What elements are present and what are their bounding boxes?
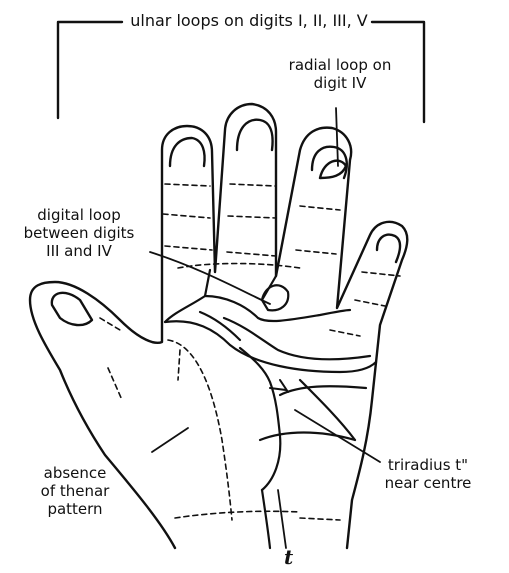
thumb-nail — [52, 293, 92, 325]
digital-loop-line3: III and IV — [4, 242, 154, 260]
radial-loop-line2: digit IV — [270, 74, 410, 92]
thenar-line2: of thenar — [20, 482, 130, 500]
triradius-line1: triradius t" — [366, 456, 490, 474]
triradius-label: triradius t" near centre — [366, 456, 490, 492]
thenar-line1: absence — [20, 464, 130, 482]
middle-nail — [237, 120, 273, 150]
digital-loop-line1: digital loop — [4, 206, 154, 224]
thenar-line3: pattern — [20, 500, 130, 518]
radial-loop-label: radial loop on digit IV — [270, 56, 410, 92]
digital-loop-label: digital loop between digits III and IV — [4, 206, 154, 260]
digital-loop-line2: between digits — [4, 224, 154, 242]
triradius-line2: near centre — [366, 474, 490, 492]
top-bracket-label: ulnar loops on digits I, II, III, V — [126, 12, 372, 30]
palmar-ridges — [165, 270, 376, 548]
radial-loop-line1: radial loop on — [270, 56, 410, 74]
thenar-label: absence of thenar pattern — [20, 464, 130, 518]
little-nail — [377, 235, 400, 262]
index-nail — [170, 138, 205, 166]
radial-loop-mark — [320, 161, 346, 178]
t-label: t — [284, 548, 293, 566]
